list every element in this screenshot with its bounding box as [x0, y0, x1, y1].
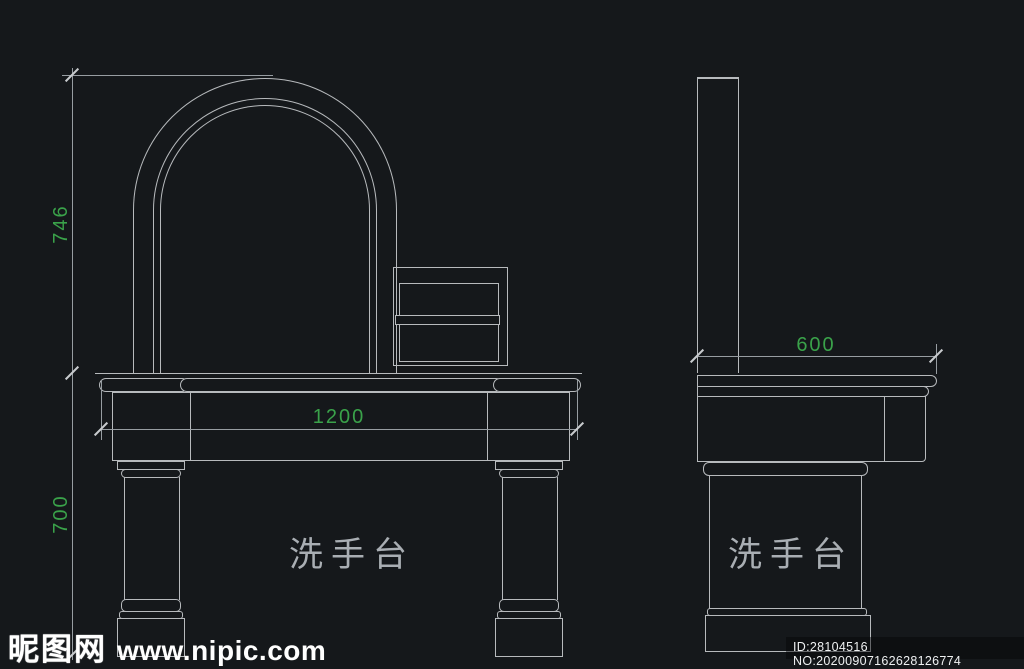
- counter-apron: [112, 392, 570, 461]
- dimension-line-600: [696, 356, 936, 357]
- nipic-url: www.nipic.com: [117, 635, 327, 666]
- front-view-label: 洗手台: [289, 536, 415, 574]
- cabinet-outer: [393, 267, 508, 366]
- nipic-logo: 昵图网: [8, 632, 107, 667]
- watermark: 昵图网 www.nipic.com: [8, 624, 326, 669]
- counter-molding-center: [180, 378, 503, 392]
- mirror-arch-middle: [153, 98, 377, 373]
- ext-line-600-right: [936, 344, 937, 374]
- left-leg-neck-ring: [121, 469, 181, 478]
- dim-label-700: 700: [50, 494, 72, 534]
- side-view-label: 洗手台: [728, 536, 854, 574]
- dimension-line-1200: [101, 429, 577, 430]
- side-counter-apron: [697, 396, 926, 462]
- cabinet-rail: [395, 315, 500, 325]
- right-leg-shaft: [502, 477, 558, 600]
- counter-molding-right: [493, 378, 581, 392]
- apron-joint-right: [487, 392, 488, 461]
- apron-joint-left: [190, 392, 191, 461]
- mirror-arch-outer: [133, 78, 397, 373]
- right-leg-neck-ring: [499, 469, 559, 478]
- dim-label-600: 600: [796, 334, 836, 356]
- vertical-dimension-line: [72, 68, 73, 660]
- left-leg-plinth: [117, 618, 185, 657]
- side-apron-joint: [884, 396, 885, 462]
- pedestal-base: [705, 615, 871, 652]
- image-id-text: ID:28104516 NO:20200907162628126774: [793, 640, 962, 668]
- ext-line-1200-right: [577, 380, 578, 440]
- pedestal-cap: [703, 462, 868, 476]
- mirror-arch-inner: [160, 105, 370, 373]
- counter-molding-left: [99, 378, 189, 392]
- left-leg-shaft: [124, 477, 180, 600]
- ext-line-1200-left: [101, 380, 102, 440]
- counter-top-line: [95, 373, 582, 374]
- id-strip-background: [786, 637, 1024, 659]
- dim-label-746: 746: [50, 204, 72, 244]
- right-leg-plinth: [495, 618, 563, 657]
- top-extension-line: [62, 75, 273, 76]
- dim-label-1200: 1200: [312, 406, 366, 428]
- side-back-panel: [697, 77, 739, 373]
